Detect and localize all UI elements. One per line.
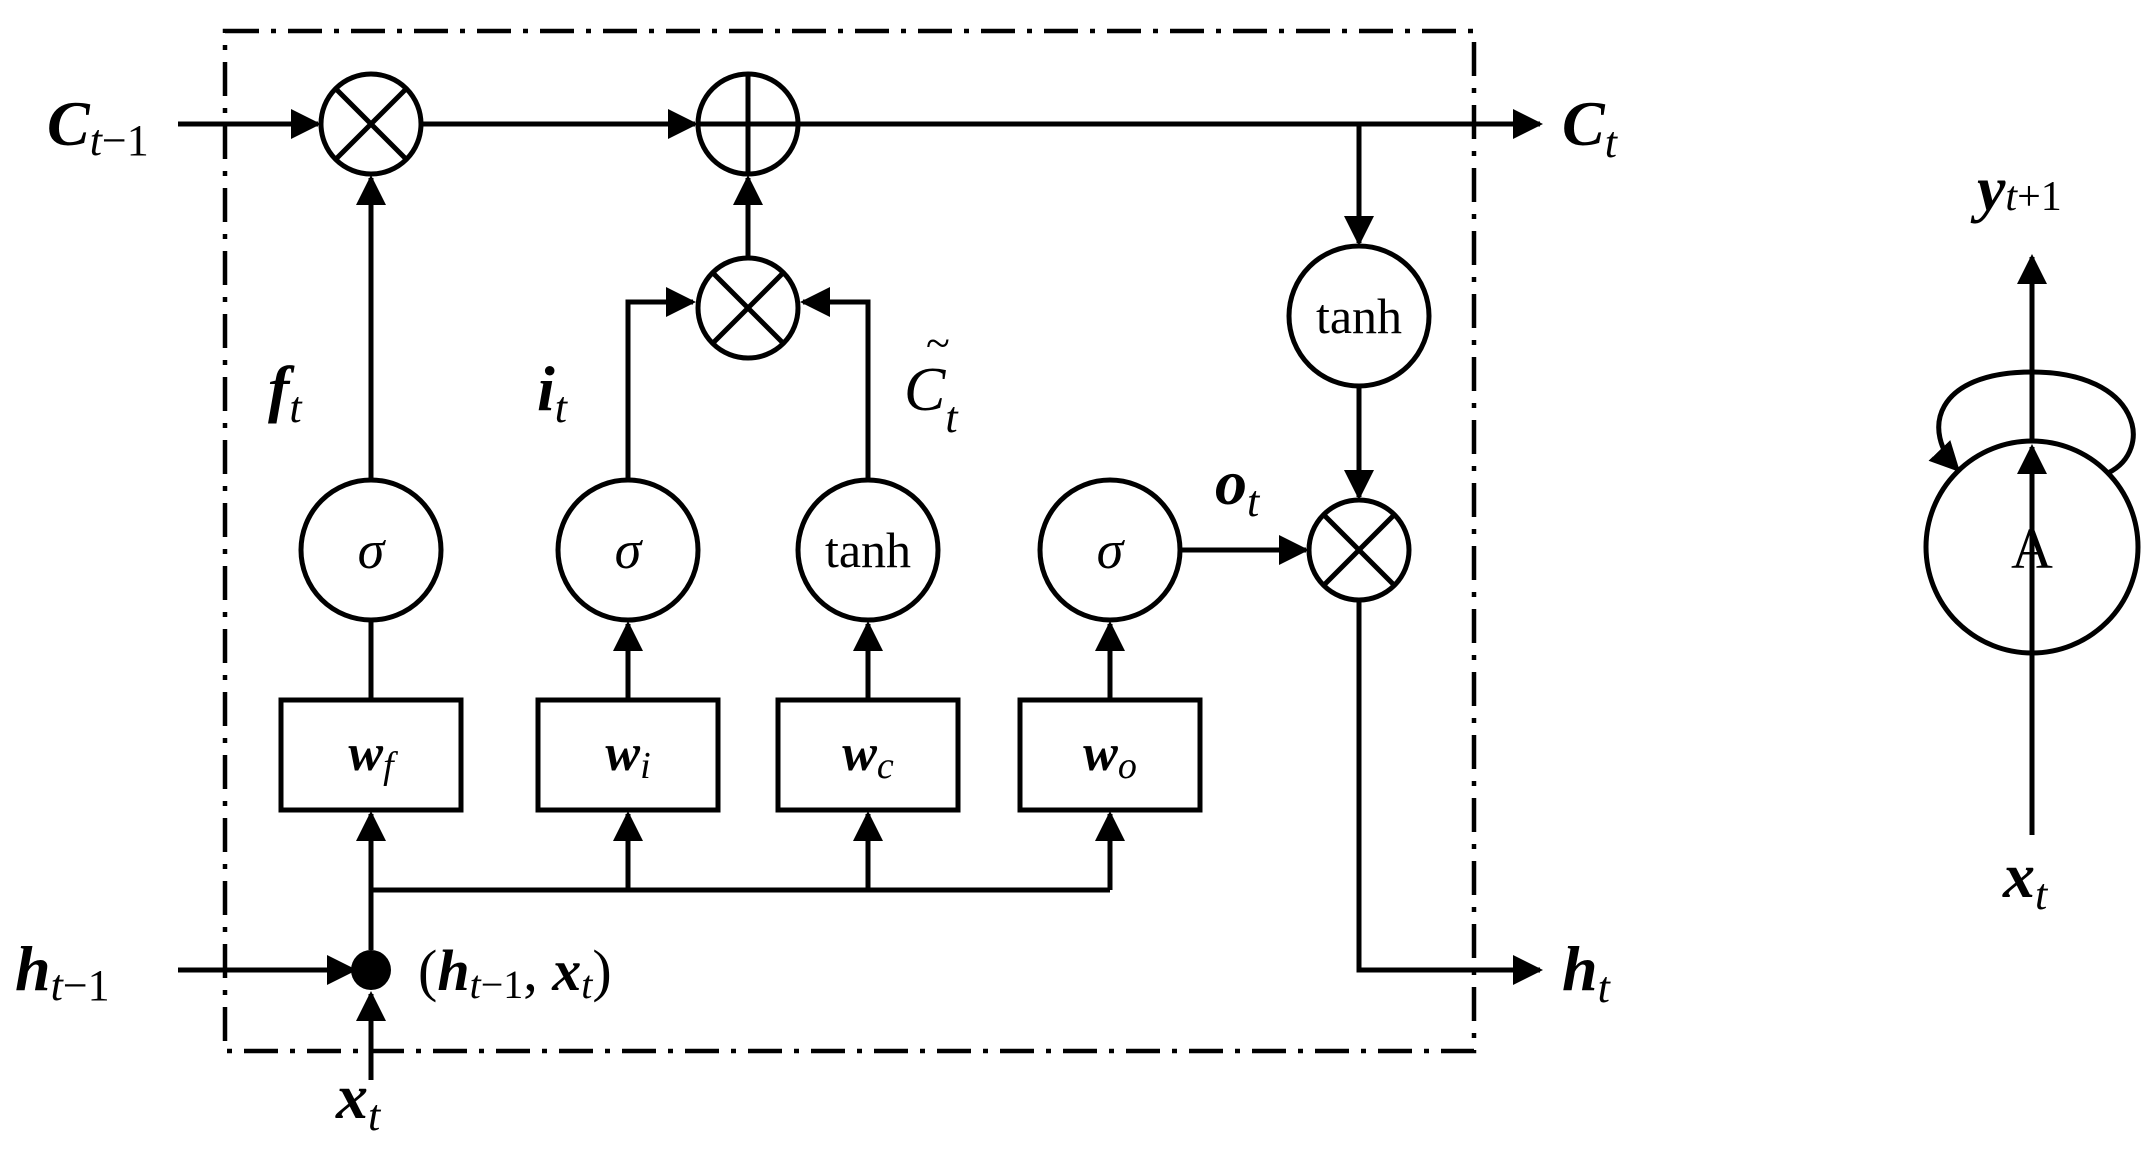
concat-label: (ht−1, xt)	[418, 938, 612, 1007]
candidate-label: ~ Ct	[904, 319, 959, 442]
candidate-weight-box	[775, 697, 961, 813]
candidate-arrow	[800, 287, 871, 480]
f-t-label: ft	[268, 353, 303, 432]
c-t-label: Ct	[1562, 88, 1619, 167]
c-prev-label: Ct−1	[47, 88, 149, 165]
input-multiply-node	[695, 255, 801, 361]
h-t-label: ht	[1562, 933, 1612, 1012]
rolled-recurrent-loop	[1928, 369, 2136, 476]
i-t-label: it	[537, 353, 569, 432]
output-weight-label: wo	[1083, 725, 1137, 787]
forget-sigma-label: σ	[358, 520, 387, 580]
candidate-weight-label: wc	[842, 725, 894, 787]
cell-tanh-label: tanh	[1316, 288, 1402, 344]
svg-text:Ct: Ct	[904, 356, 959, 442]
forget-multiply-node	[318, 71, 424, 177]
cell-add-node	[695, 71, 801, 177]
svg-text:~: ~	[926, 319, 950, 368]
x-t-label: xt	[335, 1061, 382, 1140]
input-gate-arrow	[625, 287, 696, 480]
h-prev-label: ht−1	[15, 933, 110, 1010]
input-weight-box	[535, 697, 721, 813]
candidate-tanh-label: tanh	[825, 522, 911, 578]
input-weight-label: wi	[605, 725, 650, 787]
input-sigma-label: σ	[615, 520, 644, 580]
hidden-output-line	[1356, 600, 1543, 985]
rolled-input-label: xt	[2002, 840, 2049, 919]
concat-junction	[351, 950, 391, 990]
o-t-label: ot	[1215, 447, 1261, 526]
output-sigma-label: σ	[1097, 520, 1126, 580]
rolled-output-label: yt+1	[1970, 153, 2062, 224]
output-multiply-node	[1306, 497, 1412, 603]
